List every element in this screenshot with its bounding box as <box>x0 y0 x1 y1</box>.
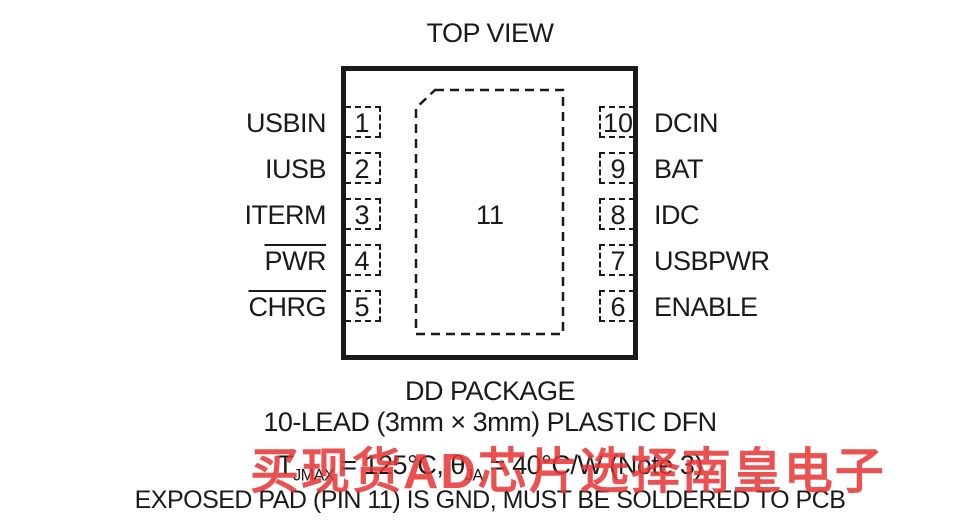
pin-9-label: BAT <box>654 154 704 184</box>
watermark: 买现货AD芯片选择南皇电子 <box>250 445 886 499</box>
pin-2-label: IUSB <box>264 154 327 184</box>
pin-9-box: 9 <box>599 152 635 184</box>
pin-5-label: CHRG <box>248 292 327 322</box>
lead-caption: 10-LEAD (3mm × 3mm) PLASTIC DFN <box>263 407 717 437</box>
thermal-t: T <box>277 450 294 480</box>
thermal-end: = 40°C/W (Note 3) <box>482 450 704 480</box>
pin-3-box: 3 <box>345 198 381 230</box>
pin-2-box: 2 <box>345 152 381 184</box>
pin-7-label: USBPWR <box>654 246 770 276</box>
pin-10-label: DCIN <box>654 108 719 138</box>
pin-4-label: PWR <box>264 246 327 276</box>
pin-5-box: 5 <box>345 290 381 322</box>
pin-7-box: 7 <box>599 244 635 276</box>
exposed-pad-number: 11 <box>475 200 505 230</box>
thermal-caption: TJMAX = 125°C, θJA = 40°C/W (Note 3) <box>0 450 980 485</box>
pin-1-label: USBIN <box>245 108 327 138</box>
pin-1-box: 1 <box>345 106 381 138</box>
pin-4-box: 4 <box>345 244 381 276</box>
pin-10-box: 10 <box>599 106 635 138</box>
pin-8-label: IDC <box>654 200 700 230</box>
pin-8-box: 8 <box>599 198 635 230</box>
package-caption: DD PACKAGE <box>404 376 576 406</box>
pin-3-label: ITERM <box>244 200 327 230</box>
top-view-title: TOP VIEW <box>426 18 554 48</box>
thermal-t-sub: JMAX <box>293 466 335 485</box>
exposed-pad-caption: EXPOSED PAD (PIN 11) IS GND, MUST BE SOL… <box>134 486 846 514</box>
pin-6-box: 6 <box>599 290 635 322</box>
package-outline <box>341 66 638 360</box>
thermal-mid: = 125°C, θ <box>334 450 465 480</box>
thermal-theta-sub: JA <box>464 466 483 485</box>
pin-6-label: ENABLE <box>654 292 758 322</box>
